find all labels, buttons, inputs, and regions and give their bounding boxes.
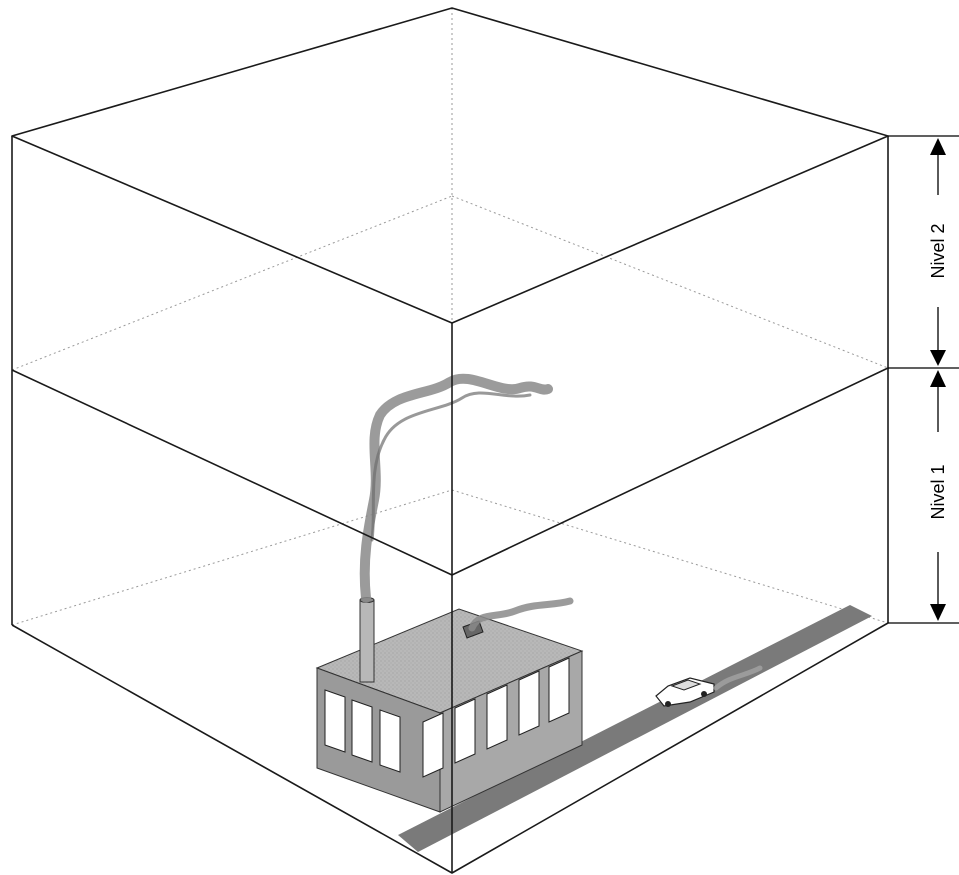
arrow-up-icon — [930, 370, 946, 387]
vent-smoke — [468, 597, 574, 632]
factory-window — [486, 684, 508, 750]
hidden-edges — [11, 8, 889, 626]
dimension-markers — [888, 135, 959, 624]
chimney — [359, 597, 375, 683]
factory-window — [351, 699, 373, 763]
factory-window — [379, 709, 401, 773]
factory-window — [548, 657, 570, 723]
arrow-down-icon — [930, 604, 946, 621]
smoke-plume — [359, 373, 553, 603]
factory-front-wall — [439, 650, 583, 813]
factory — [315, 608, 584, 813]
smoke-plume-detail — [370, 391, 532, 542]
factory-window — [454, 698, 476, 764]
road — [398, 605, 872, 852]
factory-window — [518, 670, 540, 736]
factory-window — [422, 712, 444, 778]
factory-window — [324, 689, 346, 753]
level-1-label: Nivel 1 — [928, 464, 948, 519]
arrow-down-icon — [930, 350, 946, 366]
arrow-up-icon — [930, 138, 946, 155]
level-2-label: Nivel 2 — [928, 223, 948, 278]
car-exhaust — [713, 665, 763, 691]
